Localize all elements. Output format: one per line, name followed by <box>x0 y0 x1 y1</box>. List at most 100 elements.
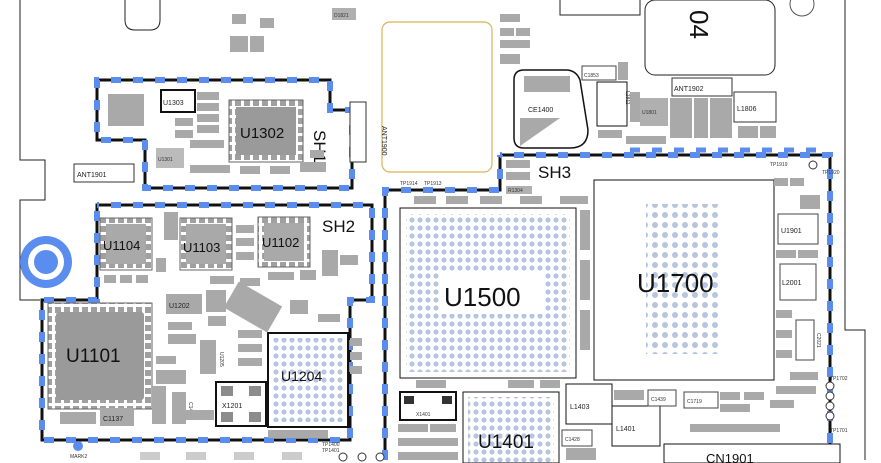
chip-u1401: U1401 <box>462 391 560 463</box>
testpoints: TP1914 TP1913 TP1919 TP1920 TP1702 TP170… <box>322 160 848 462</box>
resistor-r1304: R1304 <box>506 186 532 194</box>
testpoint-tp1913: TP1913 <box>424 181 442 187</box>
svg-text:U1700: U1700 <box>637 268 714 298</box>
chip-u1202: U1202 <box>166 294 202 314</box>
sh1-passives <box>108 92 326 174</box>
testpoint-tp1400: TP1400 <box>322 442 340 448</box>
antenna-outline <box>381 21 493 173</box>
svg-text:D1821: D1821 <box>334 13 349 19</box>
svg-text:ANT1901: ANT1901 <box>77 172 107 179</box>
antenna-pad-ant1901: ANT1901 <box>73 163 135 183</box>
svg-text:L1403: L1403 <box>570 404 590 411</box>
inductor-l1811: L1811 <box>596 81 630 127</box>
sh3-passives <box>398 160 820 460</box>
cap-c1137: C1137 <box>100 408 134 426</box>
shield-label-sh2: SH2 <box>322 217 355 236</box>
svg-text:U1102: U1102 <box>262 235 299 250</box>
antenna-pad-ant1902: ANT1902 <box>671 77 733 97</box>
top-passives <box>230 14 776 144</box>
chip-top-right-partial: 04 <box>644 0 776 76</box>
mount-hole-left <box>20 236 72 288</box>
bottom-edge-marks: MARK2 <box>70 441 302 460</box>
svg-text:C1719: C1719 <box>687 399 702 405</box>
chip-u1901: U1901 <box>777 213 819 245</box>
inductor-l1401: L1401 <box>611 405 661 447</box>
cap-c1719: C1719 <box>683 391 719 409</box>
svg-text:X1401: X1401 <box>416 412 431 418</box>
board-outline <box>19 0 866 460</box>
chip-u1301: U1301 <box>156 148 184 168</box>
connector-cn1901-partial: CN1901 <box>663 443 841 463</box>
cap-ce1400: CE1400 <box>513 69 589 149</box>
testpoint-tp1701: TP1701 <box>830 428 848 434</box>
svg-text:L2001: L2001 <box>782 280 802 287</box>
svg-text:X1201: X1201 <box>222 403 242 410</box>
inductor-l1806: L1806 <box>733 91 777 123</box>
chip-u1205: U1205 <box>200 340 224 374</box>
cap-c1853: C1853 <box>581 65 617 81</box>
mount-hole-top <box>789 0 815 17</box>
cap-c1450: C1450 <box>172 392 193 424</box>
chip-u1500: U1500 <box>399 207 577 379</box>
testpoint-tp1920: TP1920 <box>822 170 840 176</box>
svg-text:C1428: C1428 <box>565 437 580 443</box>
svg-text:ANT1900: ANT1900 <box>380 126 387 156</box>
svg-text:U1301: U1301 <box>158 157 173 163</box>
chip-u1302: U1302 <box>228 99 304 163</box>
diode-d1821: D1821 <box>332 8 356 20</box>
chip-u1303: U1303 <box>160 89 196 113</box>
chip-u1103: U1103 <box>179 217 233 271</box>
inductor-l2001: L2001 <box>779 263 817 301</box>
antenna-pad-ant1900: ANT1900 <box>349 101 387 163</box>
chip-u1104: U1104 <box>99 217 153 271</box>
inductor-l1403: L1403 <box>565 383 613 425</box>
svg-text:U1104: U1104 <box>103 238 140 253</box>
chip-u1700: U1700 <box>593 179 775 381</box>
svg-text:ANT1902: ANT1902 <box>674 86 704 93</box>
svg-text:U1500: U1500 <box>444 282 521 312</box>
shield-sh3 <box>382 152 833 460</box>
shield-sh2 <box>39 202 375 443</box>
svg-text:C2021: C2021 <box>815 333 821 348</box>
testpoint-tp1914: TP1914 <box>400 181 418 187</box>
svg-text:C1439: C1439 <box>651 397 666 403</box>
testpoint-tp1919: TP1919 <box>770 162 788 168</box>
svg-text:U1204: U1204 <box>281 368 322 384</box>
svg-text:U1202: U1202 <box>169 303 190 310</box>
sh2-passives <box>60 212 362 438</box>
shield-label-sh3: SH3 <box>538 163 571 182</box>
cap-c1439: C1439 <box>647 389 677 407</box>
chip-u1204: U1204 <box>267 332 349 428</box>
svg-text:L1811: L1811 <box>624 91 630 105</box>
svg-text:R1304: R1304 <box>508 188 523 194</box>
svg-text:U1302: U1302 <box>240 125 284 142</box>
testpoint-tp1702: TP1702 <box>830 376 848 382</box>
crystal-x1201: X1201 <box>215 381 267 427</box>
cap-c1428: C1428 <box>561 429 593 447</box>
shield-sh1 <box>94 77 355 191</box>
svg-text:C1450: C1450 <box>187 402 193 417</box>
crystal-x1401: X1401 <box>399 391 457 421</box>
svg-text:U1103: U1103 <box>183 240 220 255</box>
svg-text:U1801: U1801 <box>642 110 657 116</box>
svg-text:C1137: C1137 <box>103 416 123 423</box>
fiducial-mark2: MARK2 <box>70 454 87 460</box>
chip-label-04: 04 <box>684 10 714 39</box>
svg-text:U1101: U1101 <box>66 346 121 367</box>
testpoint-tp1401: TP1401 <box>322 448 340 454</box>
svg-text:L1401: L1401 <box>616 426 636 433</box>
svg-text:CE1400: CE1400 <box>528 107 553 114</box>
shield-label-sh1: SH1 <box>310 130 329 163</box>
svg-text:CN1901: CN1901 <box>706 451 754 463</box>
svg-text:C1853: C1853 <box>584 73 599 79</box>
chip-u1102: U1102 <box>257 216 311 268</box>
chip-u1101: U1101 <box>47 302 153 410</box>
svg-text:L1806: L1806 <box>737 106 757 113</box>
svg-text:U1303: U1303 <box>163 100 184 107</box>
chip-u1801: U1801 <box>640 98 668 126</box>
svg-text:U1205: U1205 <box>218 352 224 367</box>
cap-c2021: C2021 <box>795 319 821 361</box>
svg-text:U1401: U1401 <box>478 432 534 453</box>
svg-text:U1901: U1901 <box>781 228 802 235</box>
